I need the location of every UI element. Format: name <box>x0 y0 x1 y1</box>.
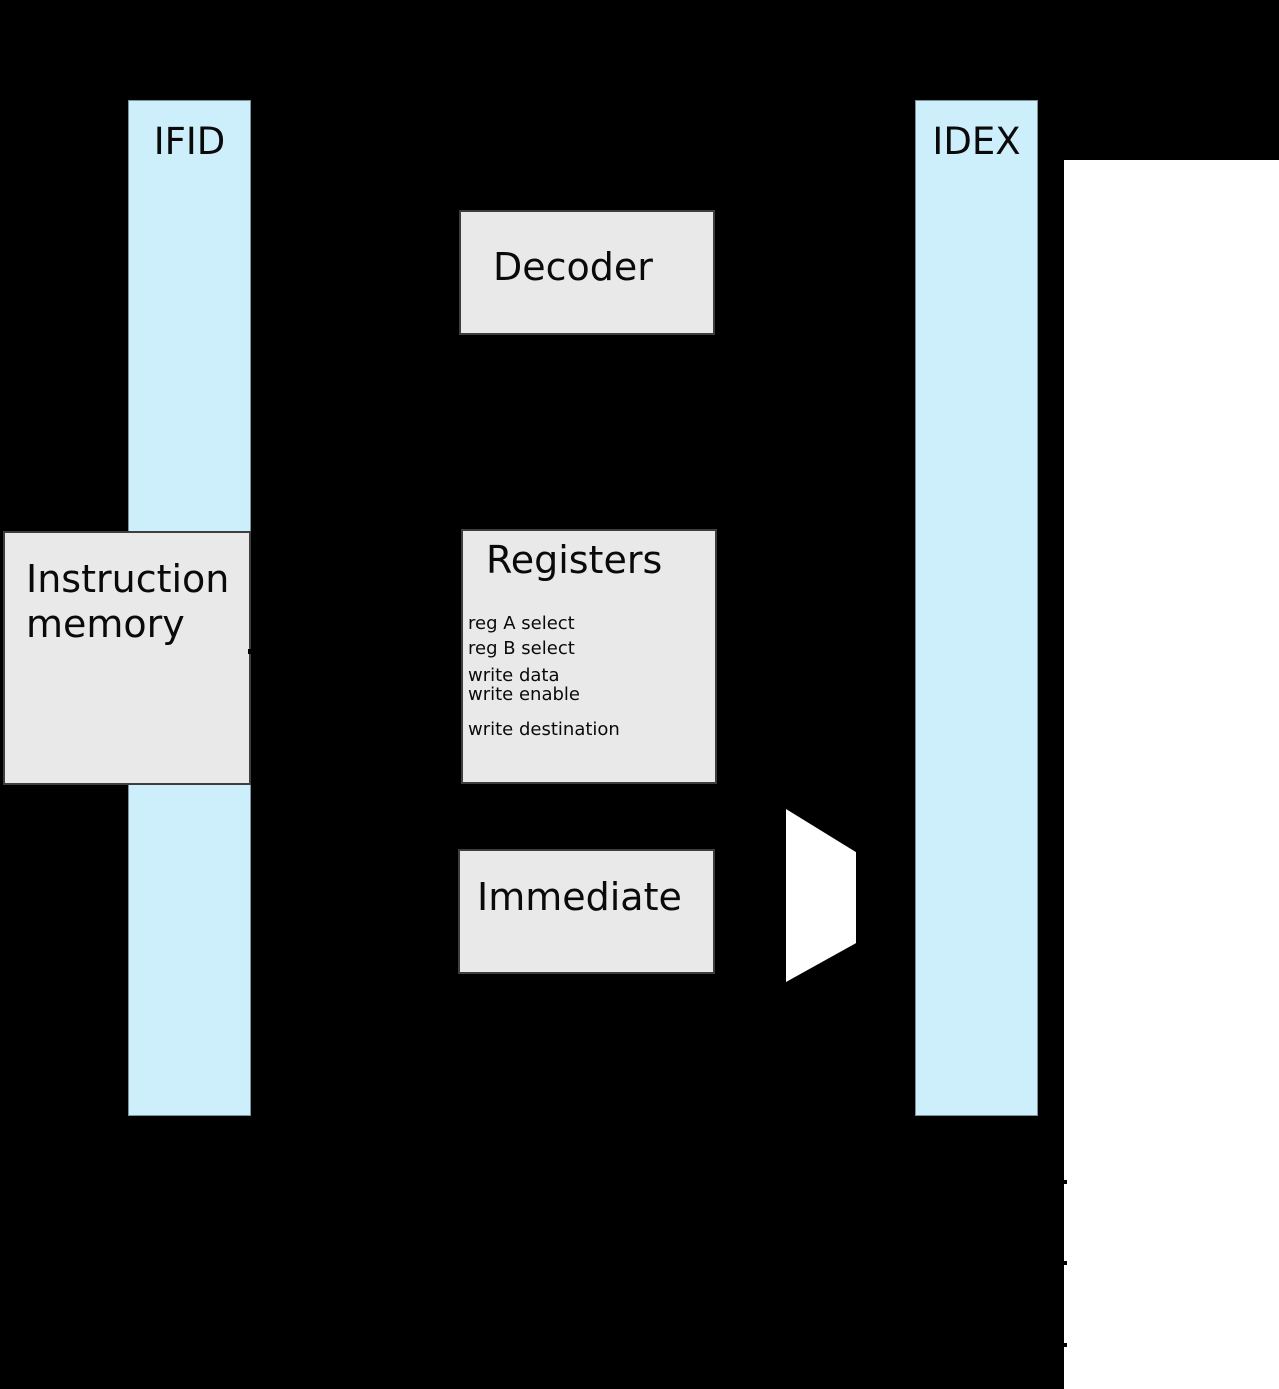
registers-block: Registers reg A select reg B select writ… <box>461 529 717 784</box>
idex-label: IDEX <box>932 120 1021 163</box>
port-reg-a-select: reg A select <box>468 613 575 634</box>
port-reg-b-select: reg B select <box>468 638 575 659</box>
decoder-block: Decoder <box>459 210 715 335</box>
wire-stub-right-2 <box>1062 1261 1067 1265</box>
port-write-destination: write destination <box>468 719 620 740</box>
instruction-memory-block: Instruction memory <box>3 531 251 785</box>
mux-shape <box>786 809 856 982</box>
port-write-data: write data <box>468 665 560 686</box>
wire-stub-right-3 <box>1062 1343 1067 1347</box>
idex-pipeline-register: IDEX <box>915 100 1038 1116</box>
page-background-panel <box>1064 160 1279 1389</box>
wire-stub-right-1 <box>1062 1180 1067 1184</box>
ifid-label: IFID <box>153 120 226 163</box>
immediate-block: Immediate <box>458 849 715 974</box>
port-write-enable: write enable <box>468 684 580 705</box>
decoder-title: Decoder <box>493 245 653 289</box>
registers-title: Registers <box>486 538 663 582</box>
instruction-memory-title: Instruction memory <box>26 557 230 646</box>
immediate-title: Immediate <box>477 875 682 919</box>
wire-stub-instruction-memory <box>248 649 253 654</box>
